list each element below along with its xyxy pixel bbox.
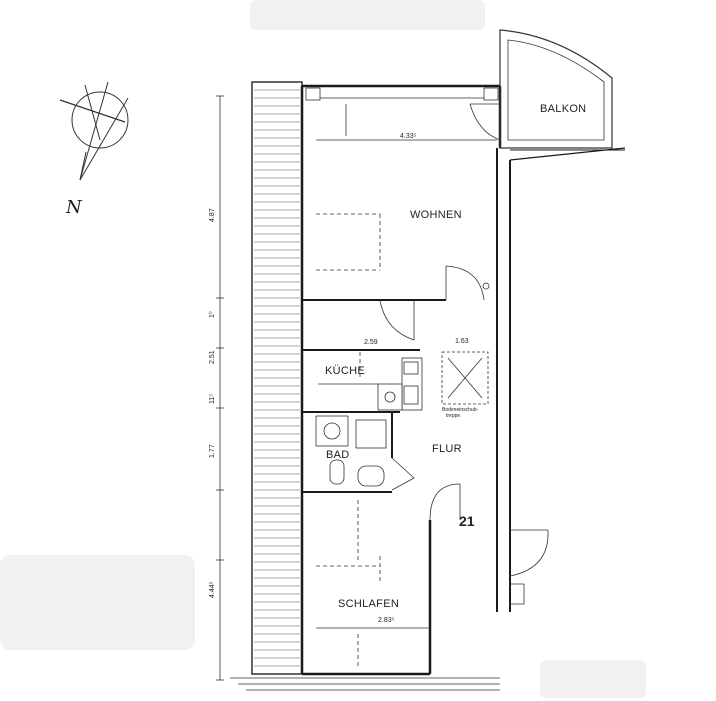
stair-label-line2: treppe bbox=[446, 413, 460, 419]
kitchen-depth-dim: 2.51 bbox=[209, 350, 216, 364]
attic-stair-hatch bbox=[441, 351, 489, 405]
overall-dimension-line bbox=[216, 95, 224, 681]
flur-label: FLUR bbox=[432, 443, 462, 455]
wohnen-room bbox=[302, 104, 497, 301]
top-windows bbox=[305, 87, 499, 101]
schlafen-room bbox=[316, 500, 430, 668]
flur-width-dim: 1.63 bbox=[455, 338, 469, 345]
wohnen-label: WOHNEN bbox=[410, 209, 462, 221]
schlafen-width-dim: 2.83⁵ bbox=[378, 617, 395, 624]
stair-label-line1: Bodeneinschub- bbox=[442, 407, 478, 413]
bad-label: BAD bbox=[326, 449, 350, 461]
kitchen-room bbox=[302, 299, 423, 413]
kitchen-width-dim: 2.59 bbox=[364, 339, 378, 346]
wall-dim-2: 11⁵ bbox=[209, 394, 216, 404]
balcony-door bbox=[469, 103, 501, 141]
unit-number: 21 bbox=[459, 513, 475, 529]
balkon-label: BALKON bbox=[540, 103, 586, 115]
base-lines bbox=[230, 677, 500, 691]
exterior-walls bbox=[300, 84, 626, 676]
bad-room bbox=[302, 412, 415, 493]
kitchen-label: KÜCHE bbox=[325, 365, 365, 377]
entrance-door bbox=[509, 529, 549, 605]
bad-depth-dim: 1.77 bbox=[209, 444, 216, 458]
scan-smudges bbox=[0, 0, 646, 698]
wall-dim-1: 1⁰ bbox=[208, 311, 216, 318]
north-label: N bbox=[65, 197, 83, 218]
schlafen-label: SCHLAFEN bbox=[338, 598, 399, 610]
schlafen-depth-dim: 4.44⁵ bbox=[209, 581, 216, 598]
balcony bbox=[499, 29, 613, 149]
roof-slope-hatch bbox=[251, 81, 303, 675]
wohnen-door bbox=[445, 265, 490, 301]
schlafen-door bbox=[429, 483, 461, 521]
north-arrow bbox=[59, 81, 129, 181]
wohnen-depth-dim: 4.87 bbox=[209, 208, 216, 222]
wohnen-width-dim: 4.33⁵ bbox=[400, 133, 417, 140]
